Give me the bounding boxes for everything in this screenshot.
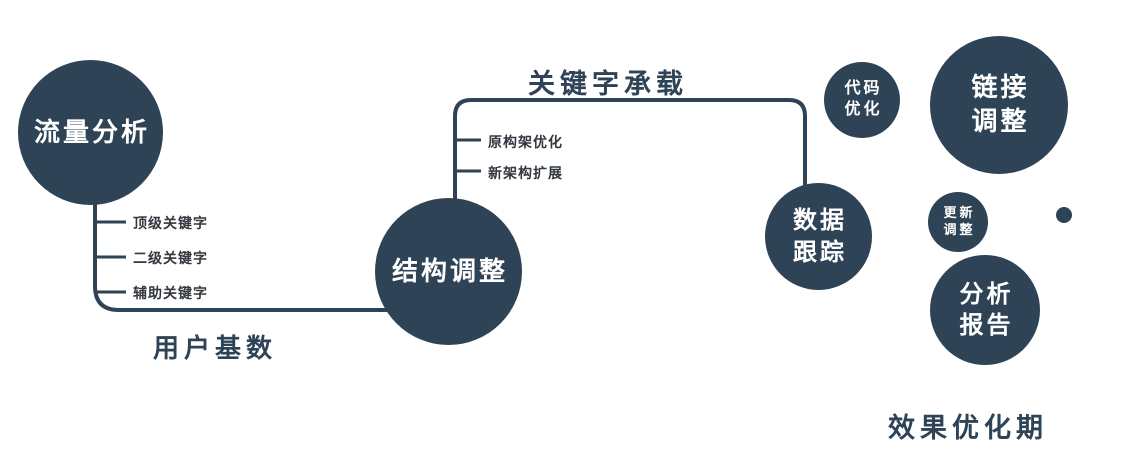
node-structure-adjust-label: 结构调整 (391, 255, 508, 286)
node-update-adjust: 更新 调整 (928, 192, 988, 252)
node-data-tracking-label: 数据 跟踪 (793, 207, 847, 266)
branch-label-auxiliary-keywords: 辅助关键字 (133, 285, 208, 301)
branch-label-secondary-keywords: 二级关键字 (133, 250, 208, 266)
node-update-adjust-label: 更新 调整 (943, 205, 976, 237)
node-link-adjust: 链接 调整 (930, 36, 1068, 174)
node-traffic-analysis-label: 流量分析 (33, 116, 150, 147)
node-analysis-report: 分析 报告 (930, 255, 1040, 365)
edge-user-base-line (93, 180, 398, 312)
node-code-optimization-label: 代码 优化 (844, 80, 883, 118)
branch-label-top-keywords: 顶级关键字 (133, 215, 208, 231)
node-data-tracking: 数据 跟踪 (765, 183, 872, 290)
edge-keyword-carry-line (453, 98, 807, 212)
node-traffic-analysis: 流量分析 (18, 60, 163, 205)
node-link-adjust-label: 链接 调整 (971, 72, 1030, 136)
footer-label-effect-optimization: 效果优化期 (888, 413, 1048, 443)
node-code-optimization: 代码 优化 (824, 62, 900, 138)
node-structure-adjust: 结构调整 (375, 198, 522, 345)
edge-label-user-base: 用户基数 (153, 333, 278, 363)
dot-marker (1056, 207, 1072, 223)
node-analysis-report-label: 分析 报告 (959, 280, 1014, 339)
branch-label-new-arch-expand: 新架构扩展 (488, 165, 563, 181)
edge-label-keyword-carry: 关键字承载 (528, 69, 688, 99)
branch-label-original-arch-opt: 原构架优化 (488, 134, 563, 150)
